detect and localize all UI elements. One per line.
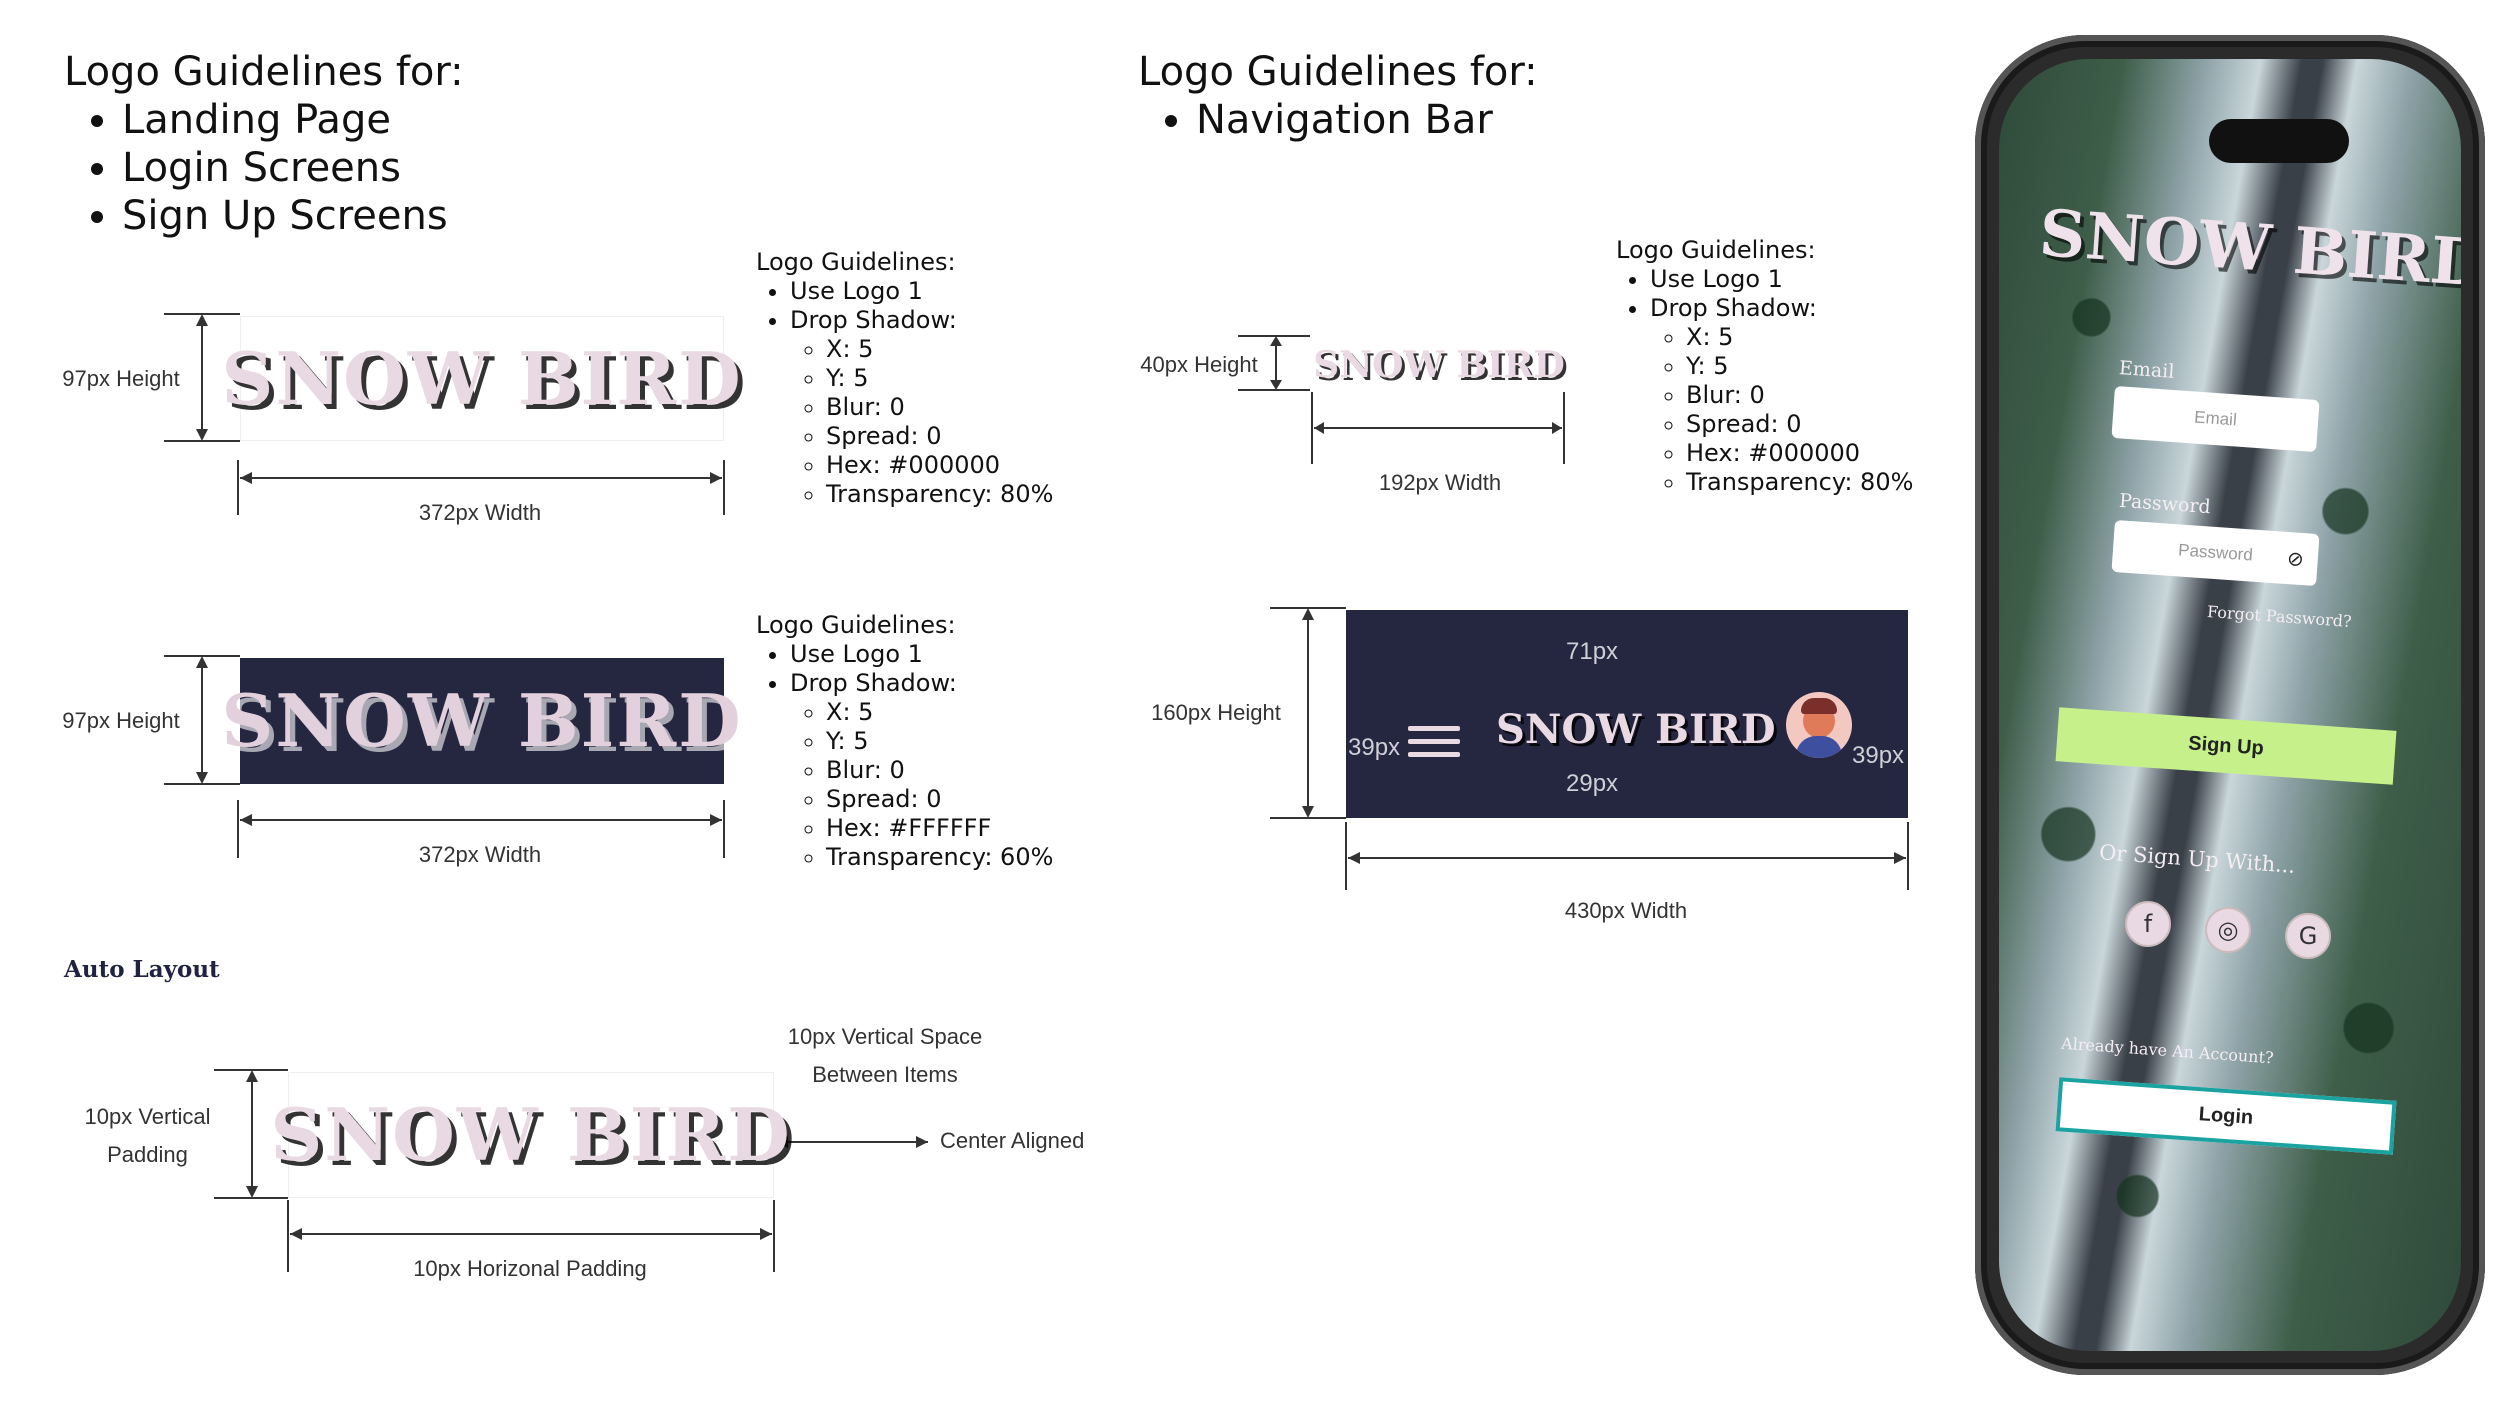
- height-label: 160px Height: [1151, 700, 1281, 725]
- phone-screen: SNOW BIRD Email Email Password Password …: [1999, 59, 2461, 1351]
- spec-shadow: Drop Shadow: X: 5 Y: 5 Blur: 0 Spread: 0…: [1650, 294, 1913, 497]
- spec-shadow-label: Drop Shadow:: [790, 306, 957, 334]
- spec-props: X: 5 Y: 5 Blur: 0 Spread: 0 Hex: #FFFFFF…: [790, 698, 1053, 872]
- sign-up-button[interactable]: Sign Up: [2055, 707, 2397, 785]
- logo-wordmark: SNOW BIRD: [1313, 344, 1565, 386]
- height-label: 97px Height: [62, 366, 180, 391]
- spec-use: Use Logo 1: [790, 640, 1053, 669]
- spec-prop: Y: 5: [1686, 352, 1913, 381]
- spec-list: Use Logo 1 Drop Shadow: X: 5 Y: 5 Blur: …: [1616, 265, 1913, 497]
- spec-use: Use Logo 1: [790, 277, 1053, 306]
- instagram-icon[interactable]: ◎: [2205, 907, 2251, 953]
- spec-prop: Y: 5: [826, 727, 1053, 756]
- facebook-icon[interactable]: f: [2125, 901, 2171, 947]
- width-label: 372px Width: [418, 500, 542, 525]
- spec-block-1: Logo Guidelines: Use Logo 1 Drop Shadow:…: [756, 248, 1053, 509]
- spec-prop: Spread: 0: [826, 422, 1053, 451]
- vertical-space-label: 10px Vertical Space Between Items: [787, 1024, 983, 1087]
- right-heading-list: Navigation Bar: [1138, 96, 1538, 144]
- spec-prop: Transparency: 80%: [826, 480, 1053, 509]
- password-placeholder: Password: [2177, 540, 2254, 565]
- left-heading-title: Logo Guidelines for:: [64, 49, 464, 95]
- auto-layout-title: Auto Layout: [64, 956, 220, 983]
- logo-wordmark: SNOW BIRD: [270, 1092, 792, 1177]
- left-heading: Logo Guidelines for: Landing Page Login …: [64, 48, 464, 240]
- left-spacing-label: 39px: [1348, 734, 1401, 761]
- password-label: Password: [2118, 489, 2212, 519]
- spec-use: Use Logo 1: [1650, 265, 1913, 294]
- logo-preview-light: SNOW BIRD: [221, 316, 741, 441]
- right-spacing-label: 39px: [1852, 742, 1905, 769]
- center-aligned-label: Center Aligned: [940, 1128, 1085, 1153]
- spec-prop: X: 5: [826, 698, 1053, 727]
- spec-prop: X: 5: [826, 335, 1053, 364]
- spec-props: X: 5 Y: 5 Blur: 0 Spread: 0 Hex: #000000…: [1650, 323, 1913, 497]
- nav-logo: SNOW BIRD: [1496, 710, 1776, 750]
- right-heading-title: Logo Guidelines for:: [1138, 49, 1538, 95]
- eye-off-icon[interactable]: ⊘: [2286, 548, 2305, 572]
- list-item: Navigation Bar: [1196, 96, 1538, 144]
- width-label: 192px Width: [1378, 470, 1502, 495]
- list-item: Landing Page: [122, 96, 464, 144]
- auto-layout-preview: SNOW BIRD: [270, 1072, 790, 1198]
- logo-wordmark: SNOW BIRD: [1496, 706, 1776, 753]
- phone-logo: SNOW BIRD: [2036, 195, 2461, 302]
- spec-block-2: Logo Guidelines: Use Logo 1 Drop Shadow:…: [756, 611, 1053, 872]
- dynamic-island: [2209, 119, 2349, 163]
- spec-prop: Spread: 0: [826, 785, 1053, 814]
- spec-prop: Hex: #000000: [826, 451, 1053, 480]
- email-label: Email: [2118, 357, 2176, 383]
- spec-prop: Spread: 0: [1686, 410, 1913, 439]
- spec-prop: Hex: #FFFFFF: [826, 814, 1053, 843]
- spec-prop: Blur: 0: [826, 393, 1053, 422]
- hamburger-menu-icon[interactable]: [1408, 726, 1460, 757]
- spec-shadow-label: Drop Shadow:: [1650, 294, 1817, 322]
- or-sign-up-label: Or Sign Up With...: [2098, 840, 2297, 878]
- spec-prop: Hex: #000000: [1686, 439, 1913, 468]
- spec-block-3: Logo Guidelines: Use Logo 1 Drop Shadow:…: [1616, 236, 1913, 497]
- spec-props: X: 5 Y: 5 Blur: 0 Spread: 0 Hex: #000000…: [790, 335, 1053, 509]
- forgot-password-link[interactable]: Forgot Password?: [2206, 601, 2353, 632]
- width-label: 372px Width: [418, 842, 542, 867]
- left-heading-list: Landing Page Login Screens Sign Up Scree…: [64, 96, 464, 240]
- right-heading: Logo Guidelines for: Navigation Bar: [1138, 48, 1538, 144]
- phone-mockup: SNOW BIRD Email Email Password Password …: [1975, 35, 2485, 1375]
- login-button[interactable]: Login: [2055, 1077, 2397, 1155]
- spec-prop: Blur: 0: [1686, 381, 1913, 410]
- email-field[interactable]: Email: [2111, 385, 2320, 453]
- google-icon[interactable]: G: [2285, 913, 2331, 959]
- nav-logo-preview: SNOW BIRD: [1313, 340, 1565, 390]
- spec-prop: Blur: 0: [826, 756, 1053, 785]
- vertical-padding-label: 10px Vertical Padding: [84, 1104, 211, 1167]
- logo-wordmark: SNOW BIRD: [221, 335, 743, 421]
- list-item: Login Screens: [122, 144, 464, 192]
- spec-shadow-label: Drop Shadow:: [790, 669, 957, 697]
- spec-title: Logo Guidelines:: [756, 248, 956, 276]
- spec-prop: Transparency: 80%: [1686, 468, 1913, 497]
- width-label: 430px Width: [1564, 898, 1688, 923]
- logo-wordmark: SNOW BIRD: [221, 678, 743, 763]
- spec-list: Use Logo 1 Drop Shadow: X: 5 Y: 5 Blur: …: [756, 277, 1053, 509]
- password-field[interactable]: Password ⊘: [2111, 519, 2320, 587]
- spec-title: Logo Guidelines:: [756, 611, 956, 639]
- nav-bar-preview: SNOW BIRD 71px 29px 39px 39px: [1346, 610, 1908, 818]
- spec-prop: X: 5: [1686, 323, 1913, 352]
- avatar[interactable]: [1786, 692, 1852, 758]
- spec-prop: Y: 5: [826, 364, 1053, 393]
- spec-shadow: Drop Shadow: X: 5 Y: 5 Blur: 0 Spread: 0…: [790, 306, 1053, 509]
- list-item: Sign Up Screens: [122, 192, 464, 240]
- logo-preview-dark: SNOW BIRD: [221, 658, 741, 784]
- spec-list: Use Logo 1 Drop Shadow: X: 5 Y: 5 Blur: …: [756, 640, 1053, 872]
- height-label: 40px Height: [1140, 352, 1258, 377]
- horizontal-padding-label: 10px Horizonal Padding: [413, 1256, 647, 1281]
- bottom-spacing-label: 29px: [1566, 770, 1619, 797]
- spec-prop: Transparency: 60%: [826, 843, 1053, 872]
- spec-title: Logo Guidelines:: [1616, 236, 1816, 264]
- already-have-account-label: Already have An Account?: [2060, 1033, 2275, 1068]
- spec-shadow: Drop Shadow: X: 5 Y: 5 Blur: 0 Spread: 0…: [790, 669, 1053, 872]
- top-spacing-label: 71px: [1566, 638, 1619, 665]
- height-label: 97px Height: [62, 708, 180, 733]
